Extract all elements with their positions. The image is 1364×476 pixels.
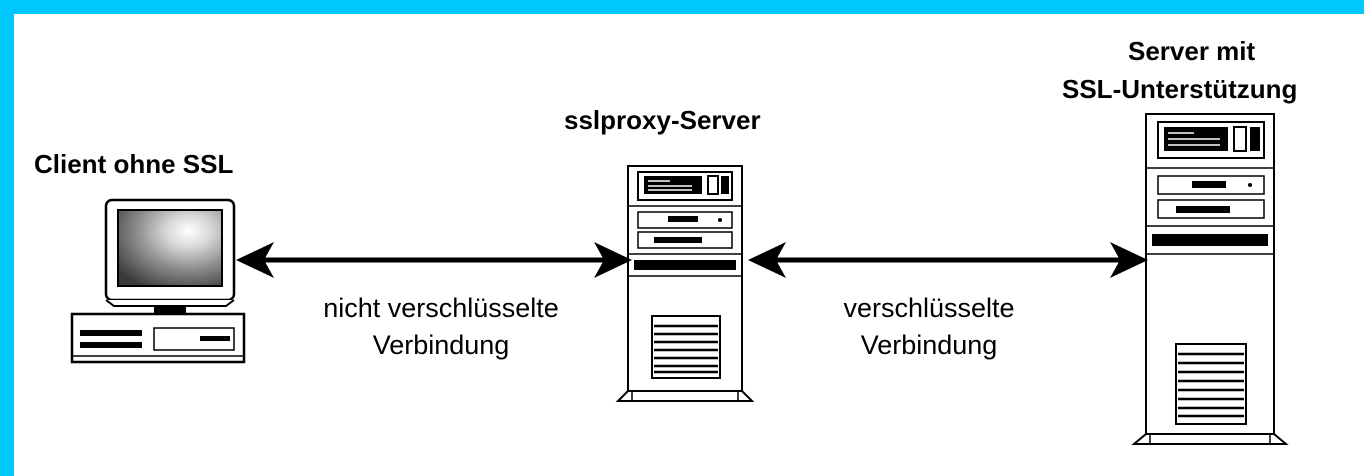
arrow-proxy-server	[748, 242, 1148, 278]
edge-label-unencrypted: nicht verschlüsselte Verbindung	[276, 290, 606, 364]
edge-label-encrypted: verschlüsselte Verbindung	[804, 290, 1054, 364]
server-label-line2: SSL-Unterstützung	[1062, 74, 1298, 104]
edge-label-encrypted-line1: verschlüsselte	[843, 293, 1015, 323]
arrow-client-proxy	[236, 242, 632, 278]
ssl-server-tower-icon	[1131, 113, 1289, 445]
proxy-label: sslproxy-Server	[564, 105, 761, 135]
edge-label-unencrypted-line1: nicht verschlüsselte	[323, 293, 559, 323]
diagram-graphics	[70, 113, 1289, 445]
server-label-line1: Server mit	[1128, 36, 1256, 66]
edge-label-encrypted-line2: Verbindung	[860, 330, 998, 360]
edge-label-unencrypted-line2: Verbindung	[372, 330, 510, 360]
desktop-computer-icon	[70, 198, 246, 364]
proxy-tower-server-icon	[616, 164, 754, 403]
diagram-canvas: Client ohne SSL sslproxy-Server Server m…	[14, 14, 1364, 476]
client-label: Client ohne SSL	[34, 149, 234, 179]
